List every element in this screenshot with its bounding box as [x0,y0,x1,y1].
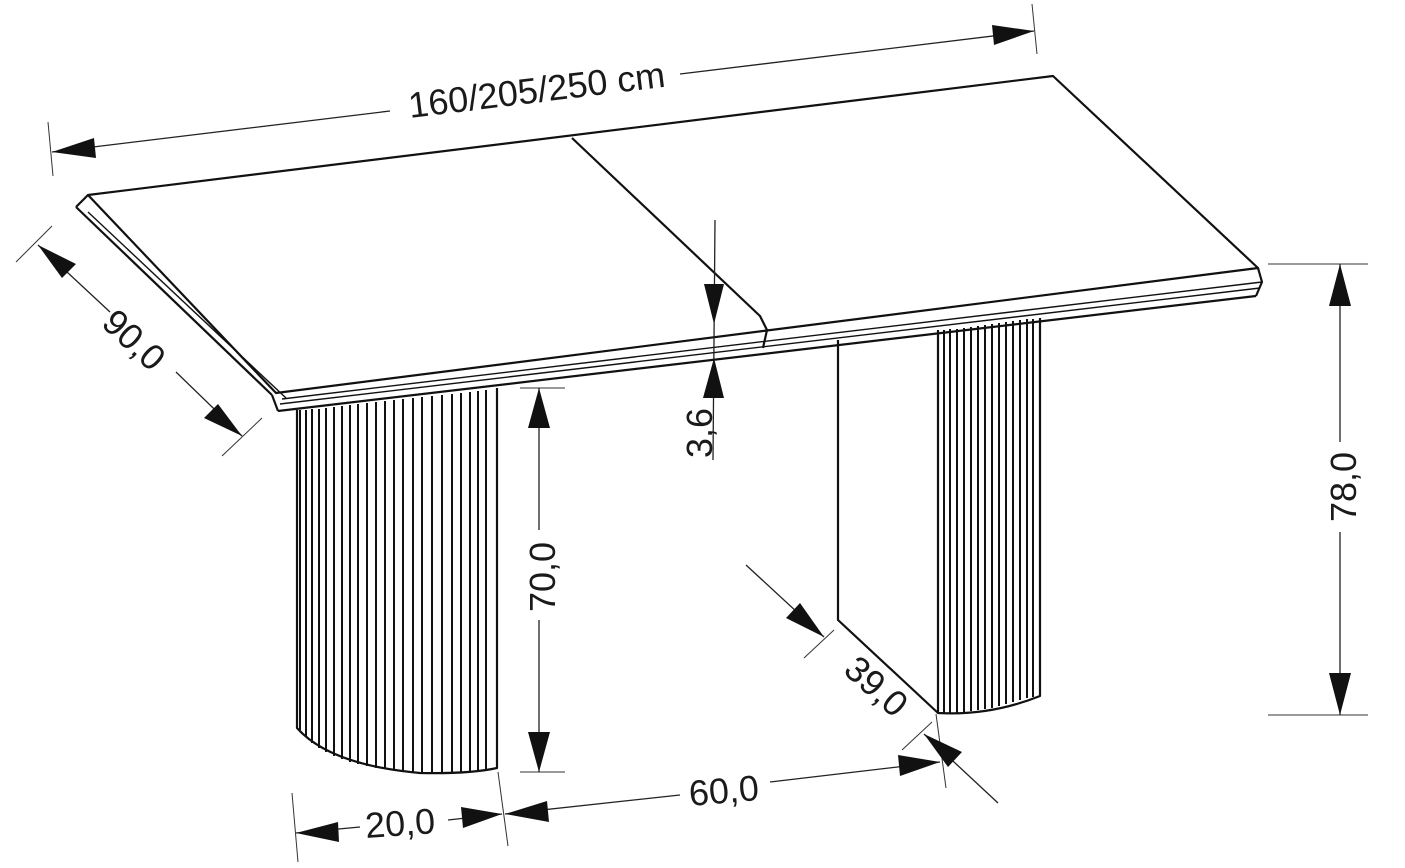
dimension-top-thickness: 3,6 [679,219,724,461]
length-label: 160/205/250 cm [406,54,667,126]
left-fluted-leg [295,388,499,775]
right-fluted-leg [836,318,1042,715]
dimension-length: 160/205/250 cm [47,3,1038,177]
leg-spacing-label: 60,0 [687,767,760,814]
depth-label: 90,0 [95,301,174,379]
dimension-leg-width: 20,0 [291,771,509,863]
leg-depth-label: 39,0 [837,647,917,724]
dimension-total-height: 78,0 [1268,263,1368,716]
leg-width-label: 20,0 [364,800,437,846]
top-thickness-label: 3,6 [679,408,720,458]
dimension-leg-spacing: 60,0 [504,755,941,822]
table-top [75,74,1264,413]
dimension-leg-height: 70,0 [520,387,565,773]
total-height-label: 78,0 [1323,452,1364,522]
leg-height-label: 70,0 [522,542,563,612]
dimension-leg-depth: 39,0 [745,564,999,804]
